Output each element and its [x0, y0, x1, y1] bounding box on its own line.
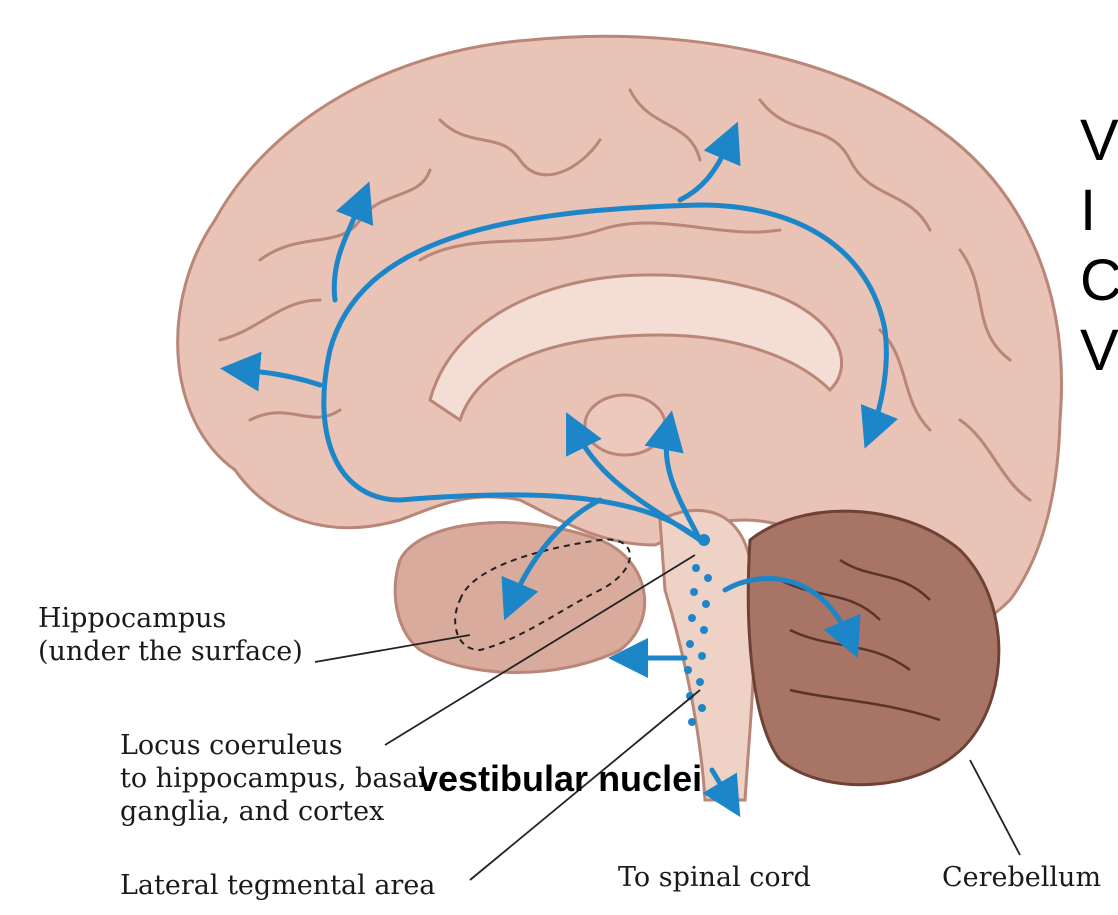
cut-off-letter-3: C	[1080, 250, 1118, 312]
locus-coeruleus-label: Locus coeruleus	[120, 730, 343, 761]
brainstem	[660, 510, 754, 800]
thalamus	[585, 395, 665, 455]
locus-targets-line-2: ganglia, and cortex	[120, 796, 384, 827]
cut-off-letter-2: I	[1080, 180, 1096, 242]
locus-targets-line-1: to hippocampus, basal	[120, 763, 427, 794]
spinal-cord-label: To spinal cord	[618, 862, 811, 893]
vestibular-nuclei-overlay: vestibular nuclei	[418, 758, 702, 800]
cut-off-letter-1: V	[1080, 110, 1118, 172]
hippocampus-label: Hippocampus	[38, 603, 226, 634]
cut-off-letter-4: V	[1080, 320, 1118, 382]
lateral-tegmental-label: Lateral tegmental area	[120, 870, 435, 901]
cerebellum-label: Cerebellum	[942, 862, 1101, 893]
temporal-lobe	[395, 523, 645, 673]
cerebellum	[748, 511, 999, 785]
hippocampus-note-label: (under the surface)	[38, 636, 303, 667]
